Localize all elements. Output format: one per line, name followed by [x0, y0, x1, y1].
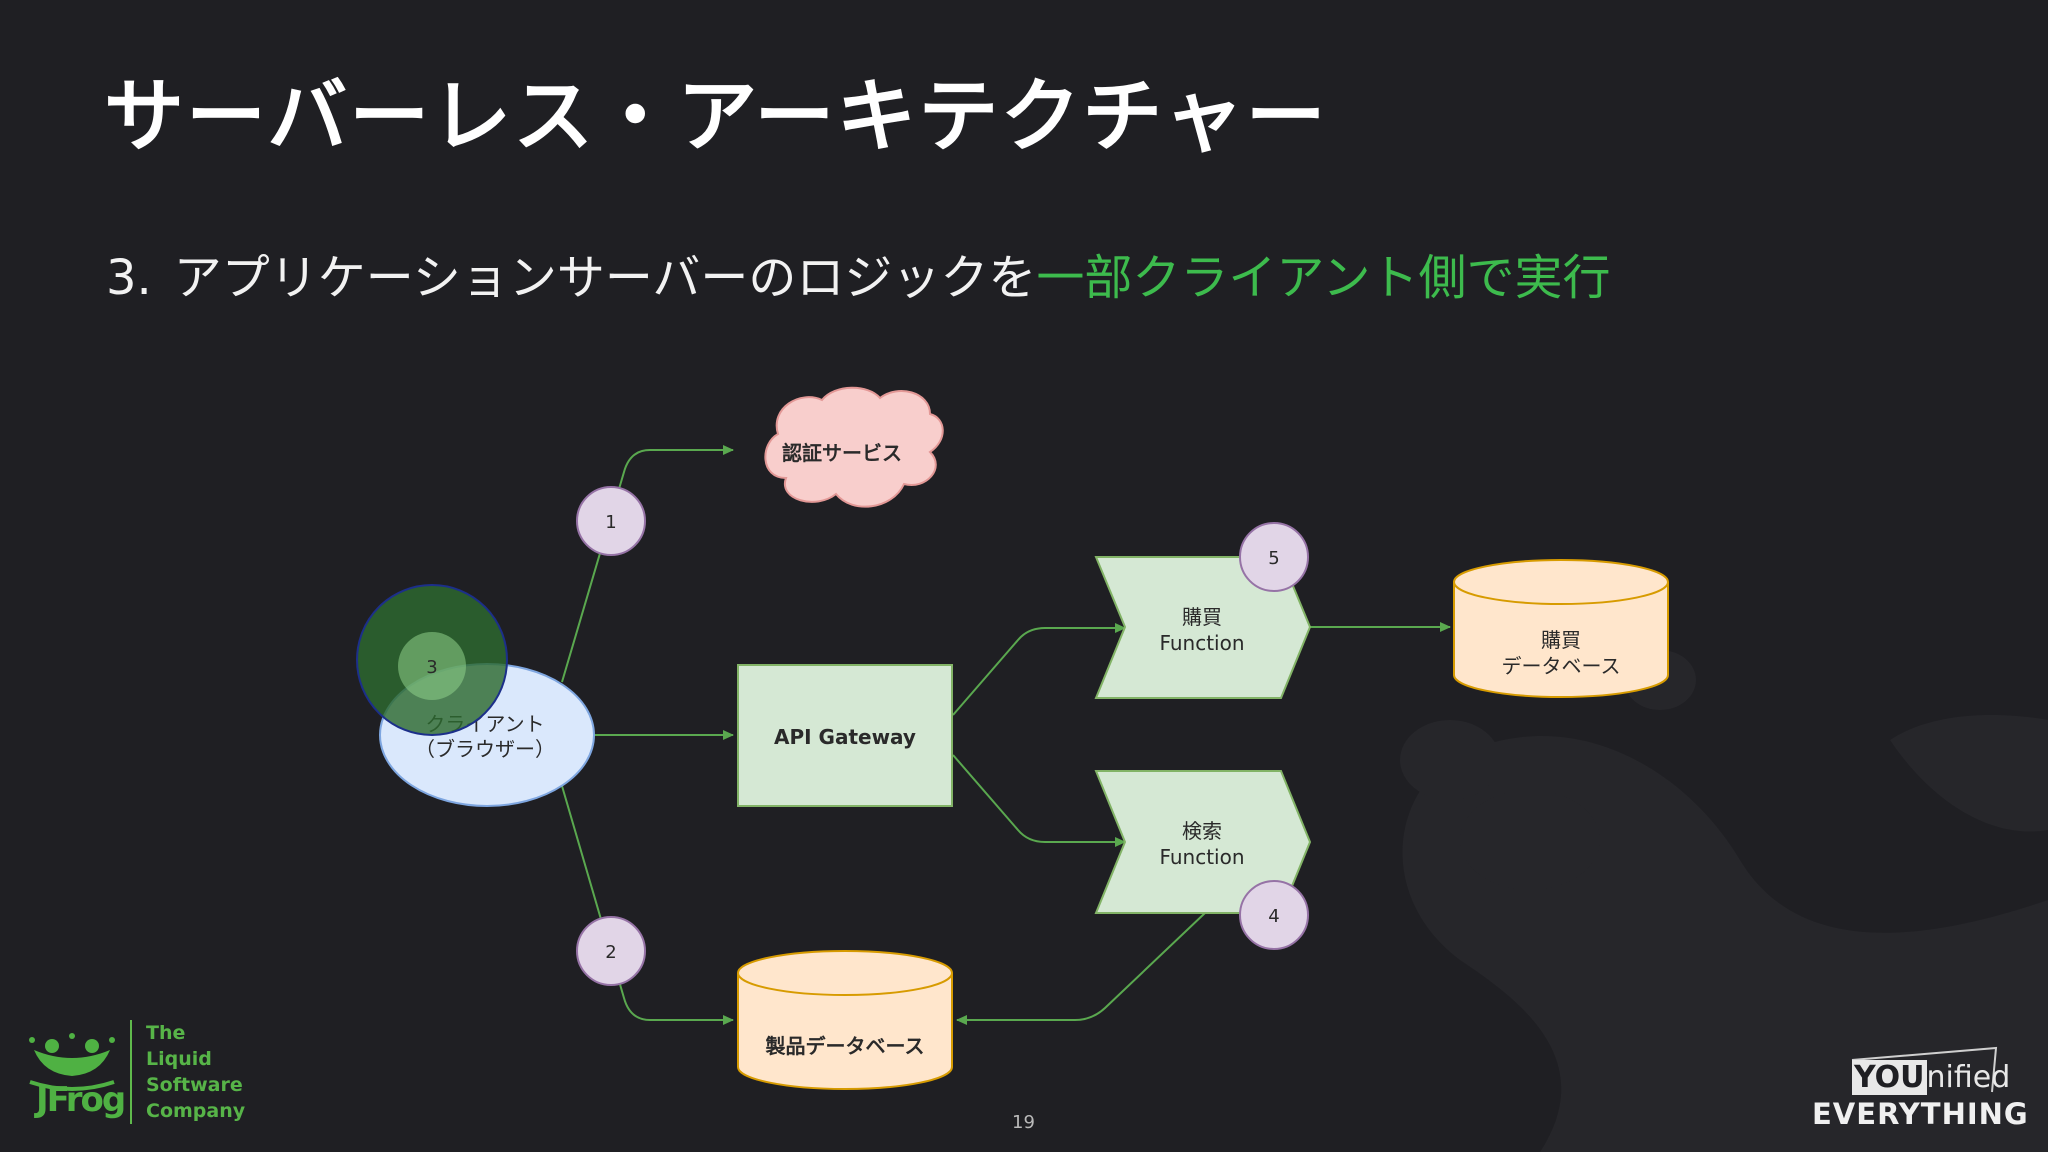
- jfrog-tagline: The Liquid Software Company: [146, 1020, 245, 1124]
- step-1-badge: 1: [576, 486, 646, 556]
- purchase-function-node: 購買 Function: [1094, 556, 1312, 699]
- event-logo-top: YOUnified: [1852, 1060, 2022, 1096]
- edge-gateway-to-purchase-fn: [952, 623, 1126, 716]
- cloud-shape: [764, 386, 944, 508]
- product-database-node: 製品データベース: [737, 950, 953, 1090]
- edge-gateway-to-search-fn: [952, 754, 1126, 847]
- step-3-label: 3: [426, 657, 437, 678]
- api-gateway-node: API Gateway: [737, 664, 953, 807]
- step-5-label: 5: [1268, 548, 1279, 569]
- event-logo-frame: [1851, 1046, 1998, 1093]
- tagline-line-4: Company: [146, 1100, 246, 1122]
- cylinder-shape: [737, 973, 953, 1090]
- jfrog-wordmark: JFrog: [36, 1080, 126, 1120]
- search-function-node: 検索 Function: [1094, 770, 1312, 914]
- step-2-badge: 2: [576, 916, 646, 986]
- edges: [561, 445, 1451, 1025]
- subtitle-highlight: 一部クライアント側で実行: [1036, 250, 1611, 306]
- background-splash-decoration: [1400, 650, 2048, 1152]
- edge-search-fn-to-product-db: [956, 912, 1206, 1025]
- tagline-line-2: Liquid: [146, 1048, 212, 1070]
- page-number: 19: [1012, 1112, 1035, 1133]
- tagline-line-3: Software: [146, 1074, 243, 1096]
- event-logo-rest: nified: [1926, 1060, 2011, 1095]
- cylinder-shape: [1453, 582, 1669, 698]
- edge-client-to-product-db: [561, 785, 734, 1025]
- highlight-circle: 3: [356, 584, 508, 736]
- slide-subtitle: 3. アプリケーションサーバーのロジックを一部クライアント側で実行: [106, 238, 1610, 308]
- client-label-line2: （ブラウザー）: [415, 737, 555, 761]
- event-logo: YOUnified EVERYTHING: [1812, 1060, 2029, 1132]
- auth-service-label: 認証サービス: [782, 441, 902, 465]
- step-5-badge: 5: [1239, 522, 1309, 592]
- jfrog-divider: [130, 1020, 132, 1124]
- purchase-database-label-line1: 購買: [1541, 628, 1581, 652]
- purchase-function-label-line2: Function: [1159, 631, 1244, 655]
- event-logo-bottom: EVERYTHING: [1812, 1097, 2029, 1131]
- search-function-label-line1: 検索: [1182, 819, 1222, 843]
- purchase-database-node: 購買 データベース: [1453, 559, 1669, 698]
- jfrog-frog-icon: [29, 1033, 115, 1091]
- tagline-line-1: The: [146, 1022, 186, 1044]
- purchase-database-label-line2: データベース: [1502, 654, 1621, 678]
- slide-title: サーバーレス・アーキテクチャー: [104, 70, 1328, 163]
- subtitle-text: アプリケーションサーバーのロジックを: [173, 250, 1037, 306]
- step-2-label: 2: [605, 942, 616, 963]
- subtitle-number: 3.: [106, 250, 152, 306]
- search-function-label-line2: Function: [1159, 845, 1244, 869]
- step-1-label: 1: [605, 512, 616, 533]
- purchase-function-label-line1: 購買: [1182, 605, 1222, 629]
- api-gateway-label: API Gateway: [774, 725, 916, 749]
- product-database-label: 製品データベース: [766, 1034, 925, 1058]
- step-4-badge: 4: [1239, 880, 1309, 950]
- event-logo-you: YOU: [1852, 1060, 1927, 1095]
- step-4-label: 4: [1268, 906, 1279, 927]
- auth-service-node: 認証サービス: [764, 386, 944, 508]
- edge-client-to-auth: [561, 445, 734, 683]
